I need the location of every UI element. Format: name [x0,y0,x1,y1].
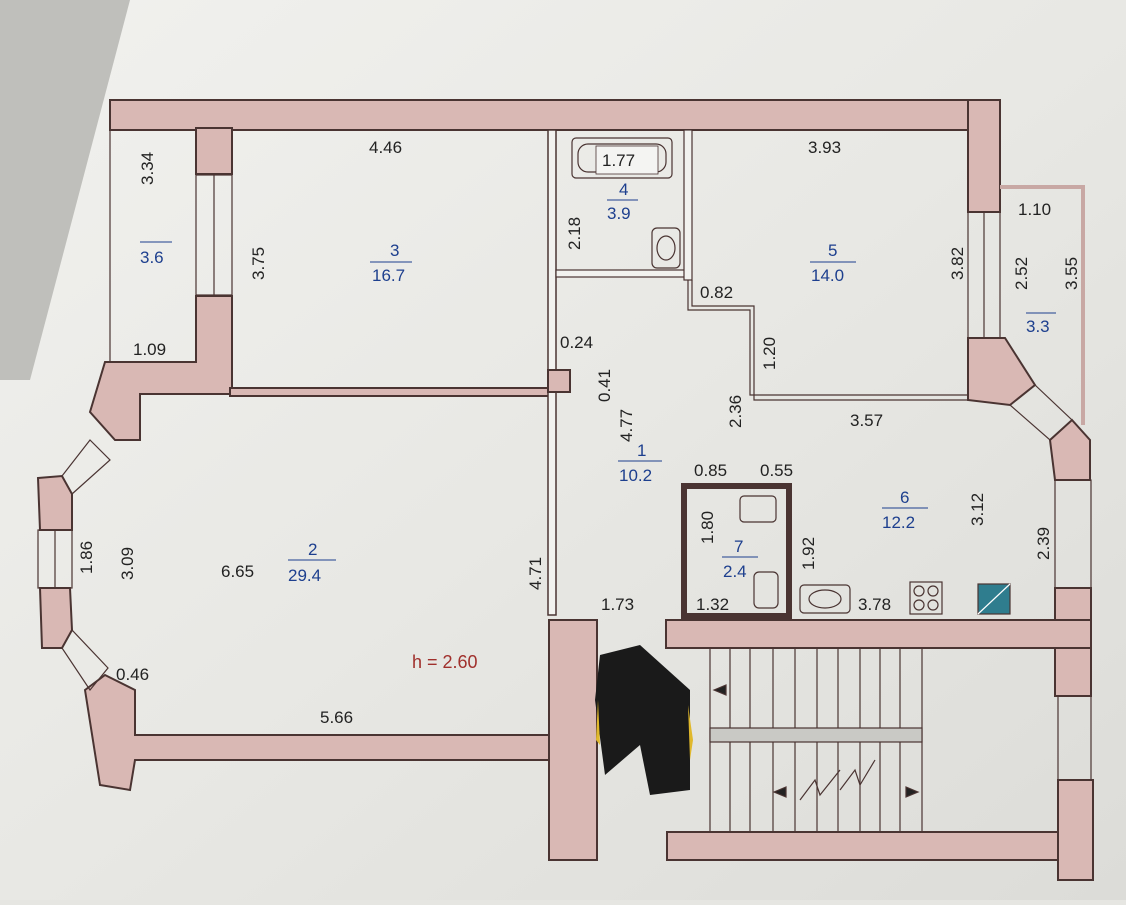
dim-label: 4.77 [617,409,636,442]
dim-label: 0.85 [694,461,727,480]
wall-stair-left [548,619,598,861]
dim-label: 3.12 [968,493,987,526]
dim-label: 0.46 [116,665,149,684]
balcony-left-area: 3.6 [140,248,164,267]
dim-label: 1.10 [1018,200,1051,219]
kitchen-sink [799,584,851,614]
staircase [709,647,923,833]
room-3-number: 3 [390,241,399,260]
dim-label: 2.18 [565,217,584,250]
window-bay-bottom [61,628,109,692]
window-room6-right [1054,479,1092,589]
room-4-number: 4 [619,180,628,199]
room-2-number: 2 [308,540,317,559]
wall-top [109,99,1001,131]
wall-stair-right [1057,779,1094,881]
dim-label: 1.86 [77,541,96,574]
dim-label: 4.71 [526,557,545,590]
dim-label: 1.09 [133,340,166,359]
balcony-rail-right [1081,185,1085,425]
dim-label: 1.73 [601,595,634,614]
dim-label: 0.41 [595,369,614,402]
wall-room3-bottom [229,387,556,397]
dim-label: 1.80 [698,511,717,544]
windows [37,130,1092,781]
dimension-labels: 4.46 1.77 3.93 1.10 0.82 1.09 0.24 3.57 … [116,138,1051,727]
balcony-right-area: 3.3 [1026,317,1050,336]
wall-bath-bottom [555,269,687,278]
redaction-mark [595,645,690,795]
dim-label: 1.92 [799,537,818,570]
dim-label: 6.65 [221,562,254,581]
fixtures [571,137,1011,615]
dim-label: 0.82 [700,283,733,302]
room-5-number: 5 [828,241,837,260]
toilet [753,571,779,609]
room-labels: 3 16.7 4 3.9 5 14.0 1 10.2 6 12.2 7 2.4 … [140,180,1056,672]
window-stair [1057,695,1092,781]
balcony-rail-top [1000,185,1085,189]
room-6-number: 6 [900,488,909,507]
stove [909,581,943,615]
dim-label: 1.32 [696,595,729,614]
wall-bay-1 [36,474,73,531]
dim-label: 3.55 [1062,257,1081,290]
dim-label: 1.77 [602,151,635,170]
bath-sink [651,227,681,269]
wall-right-upper [967,99,1001,213]
dimension-labels-vertical: 3.34 2.18 3.75 3.82 2.52 3.55 0.41 1.20 … [77,152,1081,590]
dim-label: 3.34 [138,152,157,185]
dim-label: 2.39 [1034,527,1053,560]
room-6-area: 12.2 [882,513,915,532]
dim-label: 3.09 [118,547,137,580]
wall-room5-bottom [687,280,968,396]
room-1-area: 10.2 [619,466,652,485]
room-4-area: 3.9 [607,204,631,223]
room-1-number: 1 [637,441,646,460]
room-7-area: 2.4 [723,562,747,581]
column [547,369,571,393]
dim-label: 0.55 [760,461,793,480]
room-5-area: 14.0 [811,266,844,285]
wall-stair-bottom [666,831,1063,861]
window-room6-corner [1009,384,1073,441]
wc-walls [681,483,792,619]
room-2-area: 29.4 [288,566,321,585]
wall-left-pier [88,295,233,441]
walls [36,99,1094,881]
room-3-area: 16.7 [372,266,405,285]
dim-label: 3.93 [808,138,841,157]
dim-label: 0.24 [560,333,593,352]
dim-label: 3.78 [858,595,891,614]
window-bay-top [61,439,111,495]
wall-bath-right [683,129,693,281]
wc-sink [739,495,777,523]
shadow-area [0,0,130,380]
room-7-number: 7 [734,537,743,556]
dim-label: 1.20 [760,337,779,370]
dim-label: 3.82 [948,247,967,280]
dim-label: 3.75 [249,247,268,280]
dim-label: 5.66 [320,708,353,727]
wall-room5-bottom-2 [691,280,968,401]
dim-label: 3.57 [850,411,883,430]
dim-label: 2.36 [726,395,745,428]
bathtub [571,137,673,179]
dim-label: 4.46 [369,138,402,157]
ceiling-height: h = 2.60 [412,652,478,672]
wall-stair-top [665,619,1092,649]
wall-stub-top [195,127,233,175]
dim-label: 2.52 [1012,257,1031,290]
